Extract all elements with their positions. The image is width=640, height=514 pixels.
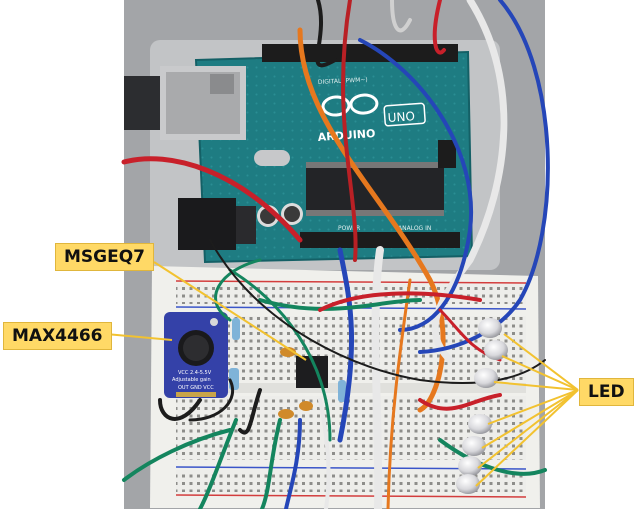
- module-gain-text: Adjustable gain: [172, 377, 211, 383]
- board-model-text: UNO: [387, 109, 415, 125]
- resistor: [338, 380, 346, 402]
- module-vcc-text: VCC 2.4-5.5V: [178, 370, 212, 376]
- board-power-text: POWER: [338, 225, 360, 232]
- leader-lines: [105, 261, 579, 487]
- capacitor: [278, 409, 294, 419]
- max4466-label: MAX4466: [3, 322, 112, 350]
- capacitor: [299, 401, 313, 411]
- max4466-module: VCC 2.4-5.5V Adjustable gain OUT GND VCC: [164, 312, 228, 398]
- led-label: LED: [579, 378, 634, 406]
- capacitor: [280, 347, 296, 357]
- module-pins-text: OUT GND VCC: [178, 385, 214, 391]
- led-group: [456, 318, 508, 494]
- resistor: [232, 318, 240, 340]
- led-5: [462, 436, 486, 456]
- led-2: [484, 340, 508, 360]
- led-3: [474, 368, 498, 388]
- led-7: [456, 474, 480, 494]
- led-1: [478, 318, 502, 338]
- jumper-wires: [121, 0, 550, 513]
- led-4: [468, 414, 492, 434]
- arduino-uno-board: ARDUINO UNO DIGITAL (PWM~) ANALOG IN POW…: [124, 44, 474, 264]
- led-6: [458, 456, 482, 476]
- board-analog-text: ANALOG IN: [398, 225, 431, 232]
- msgeq7-label: MSGEQ7: [55, 243, 155, 271]
